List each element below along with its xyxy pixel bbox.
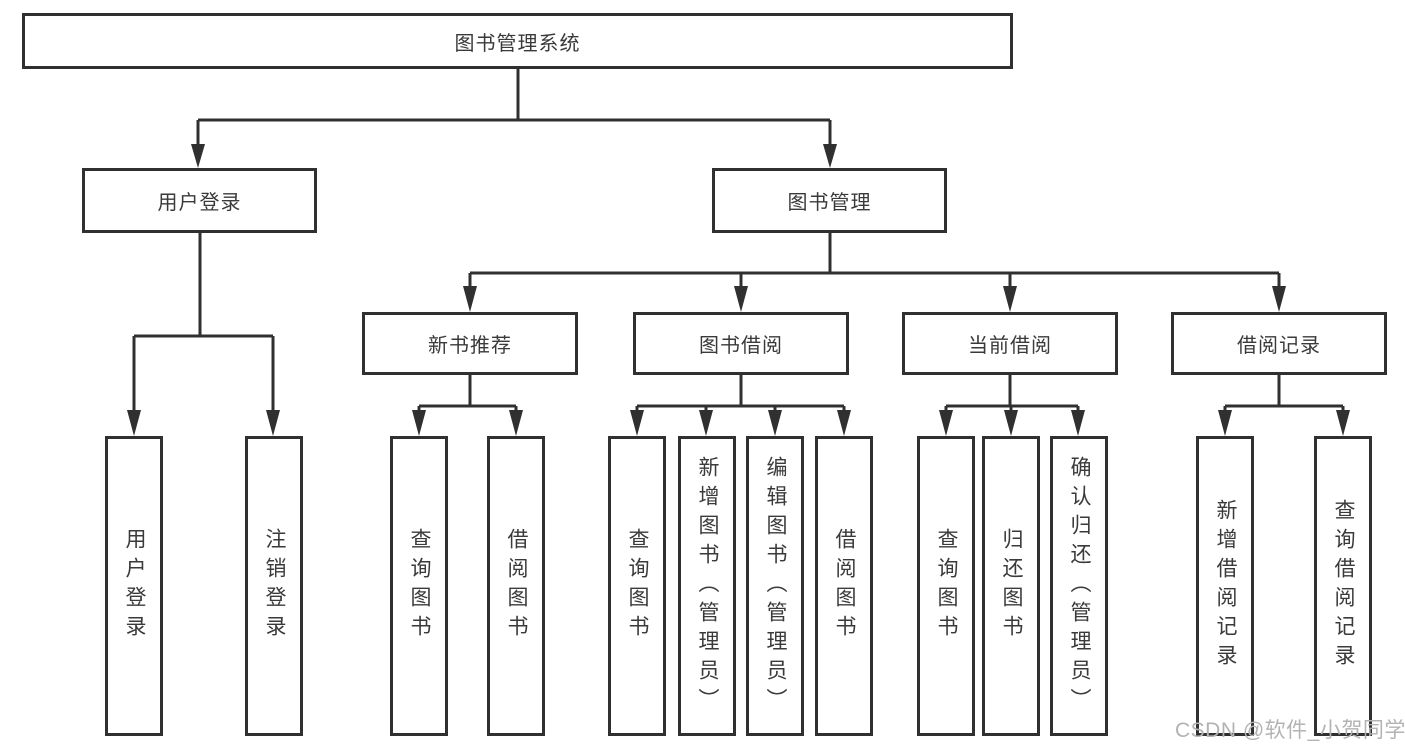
leaf-label: 归还图书 (1000, 528, 1023, 644)
leaf-label: 查询图书 (935, 528, 958, 644)
node-book-management: 图书管理 (712, 168, 947, 233)
node-label: 借阅记录 (1237, 335, 1321, 357)
node-label: 当前借阅 (968, 335, 1052, 357)
node-user-login: 用户登录 (82, 168, 317, 233)
leaf-current-query-book: 查询图书 (917, 436, 975, 736)
leaf-current-confirm-return-admin: 确认归还（管理员） (1050, 436, 1108, 736)
node-label: 新书推荐 (428, 335, 512, 357)
leaf-label: 查询图书 (626, 528, 649, 644)
leaf-borrow-borrow-book: 借阅图书 (815, 436, 873, 736)
leaf-user-login: 用户登录 (105, 436, 163, 736)
leaf-current-return-book: 归还图书 (982, 436, 1040, 736)
leaf-label: 确认归还（管理员） (1068, 455, 1091, 717)
leaf-logout-login: 注销登录 (245, 436, 303, 736)
leaf-borrow-query-book: 查询图书 (608, 436, 666, 736)
leaf-label: 查询图书 (408, 528, 431, 644)
node-book-borrow: 图书借阅 (633, 312, 849, 375)
leaf-recommend-query-book: 查询图书 (390, 436, 448, 736)
node-label: 图书管理 (787, 192, 872, 214)
leaf-label: 查询借阅记录 (1332, 499, 1355, 673)
node-label: 图书管理系统 (454, 32, 581, 55)
csdn-watermark: CSDN @软件_小贺同学 (1175, 719, 1405, 742)
node-label: 图书借阅 (699, 335, 783, 357)
leaf-records-add-record: 新增借阅记录 (1196, 436, 1254, 736)
leaf-recommend-borrow-book: 借阅图书 (487, 436, 545, 736)
leaf-label: 新增图书（管理员） (696, 455, 719, 717)
node-new-book-recommend: 新书推荐 (362, 312, 578, 375)
leaf-label: 借阅图书 (505, 528, 528, 644)
node-borrow-records: 借阅记录 (1171, 312, 1387, 375)
leaf-borrow-edit-book-admin: 编辑图书（管理员） (746, 436, 804, 736)
leaf-records-query-record: 查询借阅记录 (1314, 436, 1372, 736)
node-label: 用户登录 (157, 192, 242, 214)
leaf-label: 用户登录 (123, 528, 146, 644)
leaf-borrow-add-book-admin: 新增图书（管理员） (678, 436, 736, 736)
leaf-label: 借阅图书 (833, 528, 856, 644)
node-current-borrow: 当前借阅 (902, 312, 1118, 375)
node-system-root: 图书管理系统 (22, 13, 1013, 69)
leaf-label: 编辑图书（管理员） (764, 455, 787, 717)
leaf-label: 注销登录 (263, 528, 286, 644)
leaf-label: 新增借阅记录 (1214, 499, 1237, 673)
